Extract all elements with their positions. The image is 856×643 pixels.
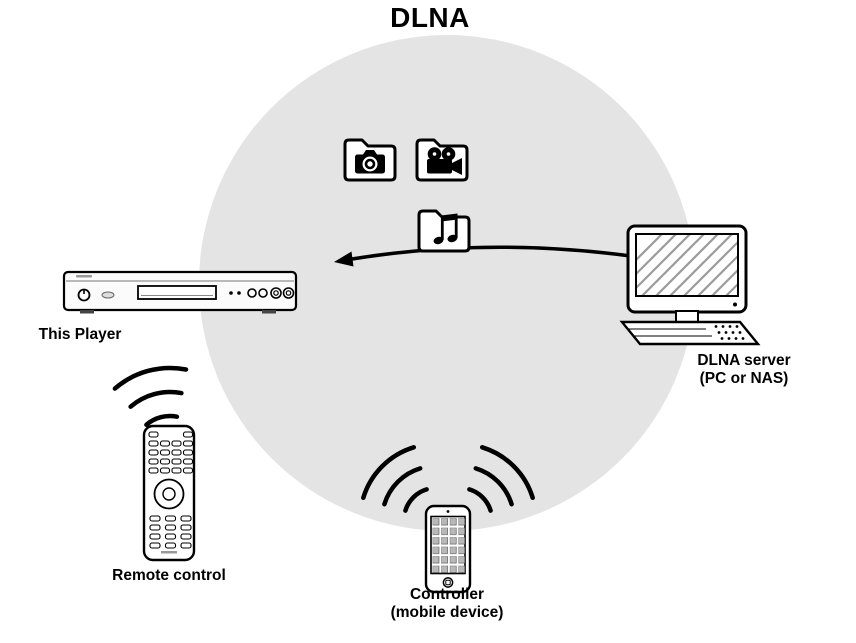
label-dlna-server: DLNA server (PC or NAS) — [664, 352, 824, 388]
player-foot-right — [262, 310, 276, 314]
arrow-head — [334, 251, 354, 267]
phone-home-glyph — [445, 579, 451, 586]
front-button-4-inner — [285, 290, 292, 296]
remote-button — [159, 467, 171, 474]
media-transfer-arrow-icon — [334, 245, 646, 267]
remote-button — [182, 467, 194, 474]
film-reel-hub-right — [446, 152, 451, 156]
page-title: DLNA — [390, 2, 470, 33]
front-button-1 — [247, 288, 257, 298]
remote-button — [171, 440, 182, 447]
remote-button — [164, 515, 177, 522]
wave-medium — [473, 466, 514, 507]
wave-small — [467, 487, 493, 513]
remote-button — [149, 533, 161, 540]
vent-dot-grid — [714, 325, 745, 340]
remote-button — [171, 449, 182, 456]
network-circle — [199, 35, 695, 531]
label-remote-control: Remote control — [112, 567, 226, 584]
disc-tray — [137, 285, 217, 300]
remote-control-device — [142, 424, 196, 562]
screen-hatching — [637, 235, 737, 295]
wave-large — [479, 445, 535, 501]
front-button-4 — [282, 287, 295, 299]
video-folder-icon — [415, 138, 469, 182]
photo-folder-icon — [343, 138, 397, 182]
wave-medium — [128, 389, 184, 409]
monitor-stand — [675, 310, 699, 323]
remote-button — [164, 533, 177, 540]
note-head-right — [447, 234, 458, 243]
remote-button — [164, 524, 177, 531]
player-device — [62, 270, 298, 314]
remote-button — [182, 431, 194, 438]
remote-button — [180, 515, 192, 522]
wave-medium — [382, 466, 423, 507]
note-head-left — [433, 236, 444, 245]
wave-large — [112, 365, 189, 391]
indicator-dot-2 — [237, 291, 241, 295]
phone-wireless-signal-left-icon — [361, 445, 429, 513]
note-beam — [441, 213, 458, 222]
phone-app-grid — [431, 516, 465, 574]
remote-dpad-center — [162, 487, 176, 501]
remote-button — [148, 458, 159, 465]
front-button-3 — [270, 287, 282, 299]
label-controller-line2: (mobile device) — [390, 604, 504, 621]
wave-small — [144, 413, 180, 428]
computer-device — [619, 224, 761, 346]
phone-home-button — [442, 577, 454, 588]
remote-button — [148, 440, 159, 447]
smartphone-device — [424, 504, 472, 594]
phone-earpiece — [446, 510, 450, 513]
remote-button — [159, 458, 171, 465]
phone-wireless-signal-right-icon — [467, 445, 535, 513]
keyboard — [619, 320, 761, 346]
label-server-line2: (PC or NAS) — [699, 370, 789, 387]
remote-button — [149, 515, 161, 522]
front-button-3-inner — [273, 290, 279, 296]
label-this-player: This Player — [38, 326, 122, 343]
label-controller: Controller (mobile device) — [367, 586, 527, 622]
remote-button — [182, 458, 194, 465]
monitor-power-led — [733, 302, 737, 307]
remote-button — [148, 467, 159, 474]
movie-camera-lens — [452, 158, 462, 175]
remote-button — [148, 449, 159, 456]
remote-button — [159, 449, 171, 456]
label-controller-line1: Controller — [409, 586, 485, 603]
power-button — [77, 288, 91, 302]
remote-button — [180, 524, 192, 531]
indicator-dot-1 — [229, 291, 233, 295]
player-foot-left — [80, 310, 94, 314]
remote-button — [164, 542, 177, 549]
wave-large — [361, 445, 417, 501]
remote-button — [148, 431, 159, 438]
eject-button — [101, 291, 115, 299]
remote-button — [149, 524, 161, 531]
remote-button — [182, 440, 194, 447]
remote-button — [171, 467, 182, 474]
music-folder-icon — [417, 209, 471, 253]
remote-button — [159, 440, 171, 447]
remote-button — [182, 449, 194, 456]
remote-button — [149, 542, 161, 549]
movie-camera-body — [427, 159, 452, 174]
remote-button — [180, 533, 192, 540]
remote-button — [171, 458, 182, 465]
remote-brand-mark — [161, 551, 177, 554]
arrow-shaft — [351, 245, 646, 261]
remote-button — [180, 542, 192, 549]
player-brand-mark — [76, 275, 92, 278]
film-reel-hub-left — [432, 152, 437, 156]
remote-wireless-signal-icon — [112, 365, 189, 428]
label-server-line1: DLNA server — [697, 352, 791, 369]
front-button-2 — [258, 288, 268, 298]
wave-small — [403, 487, 429, 513]
camera-lens-ring — [364, 158, 376, 170]
